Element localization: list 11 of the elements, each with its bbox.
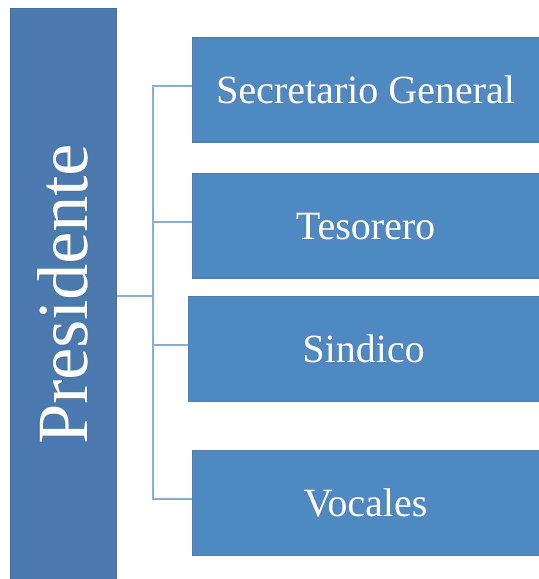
role-title: Secretario General	[216, 69, 515, 111]
connector-line	[117, 295, 192, 500]
role-box	[192, 173, 539, 279]
title-box	[10, 8, 117, 579]
head-title: Presidente	[26, 144, 102, 444]
role-box	[192, 450, 539, 556]
role-box	[188, 296, 539, 402]
role-title: Tesorero	[296, 205, 436, 247]
role-title: Sindico	[302, 328, 425, 370]
role-title: Vocales	[304, 482, 428, 524]
role-box	[192, 37, 539, 143]
